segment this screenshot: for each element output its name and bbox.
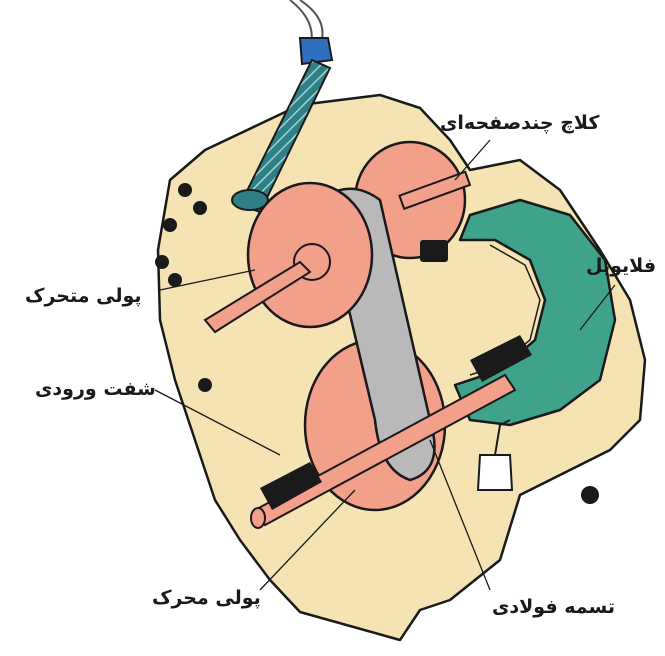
label-steel-belt: تسمه فولادی <box>492 596 615 618</box>
label-driven-pulley: پولی متحرک <box>25 285 142 307</box>
bolt <box>178 183 192 197</box>
hose-connector <box>300 38 332 64</box>
bolt <box>198 378 212 392</box>
label-flywheel: فلایویل <box>586 255 656 277</box>
label-multi-plate-clutch: کلاچ چندصفحه‌ای <box>440 112 599 134</box>
bolt <box>155 255 169 269</box>
label-input-shaft: شفت ورودی <box>35 378 156 400</box>
bolt <box>168 273 182 287</box>
fitting <box>478 455 512 490</box>
bolt <box>581 486 599 504</box>
label-drive-pulley: پولی محرک <box>152 587 261 609</box>
clutch-hub <box>420 240 448 262</box>
bolt <box>163 218 177 232</box>
input-shaft-tip <box>251 508 265 528</box>
bolt <box>193 201 207 215</box>
